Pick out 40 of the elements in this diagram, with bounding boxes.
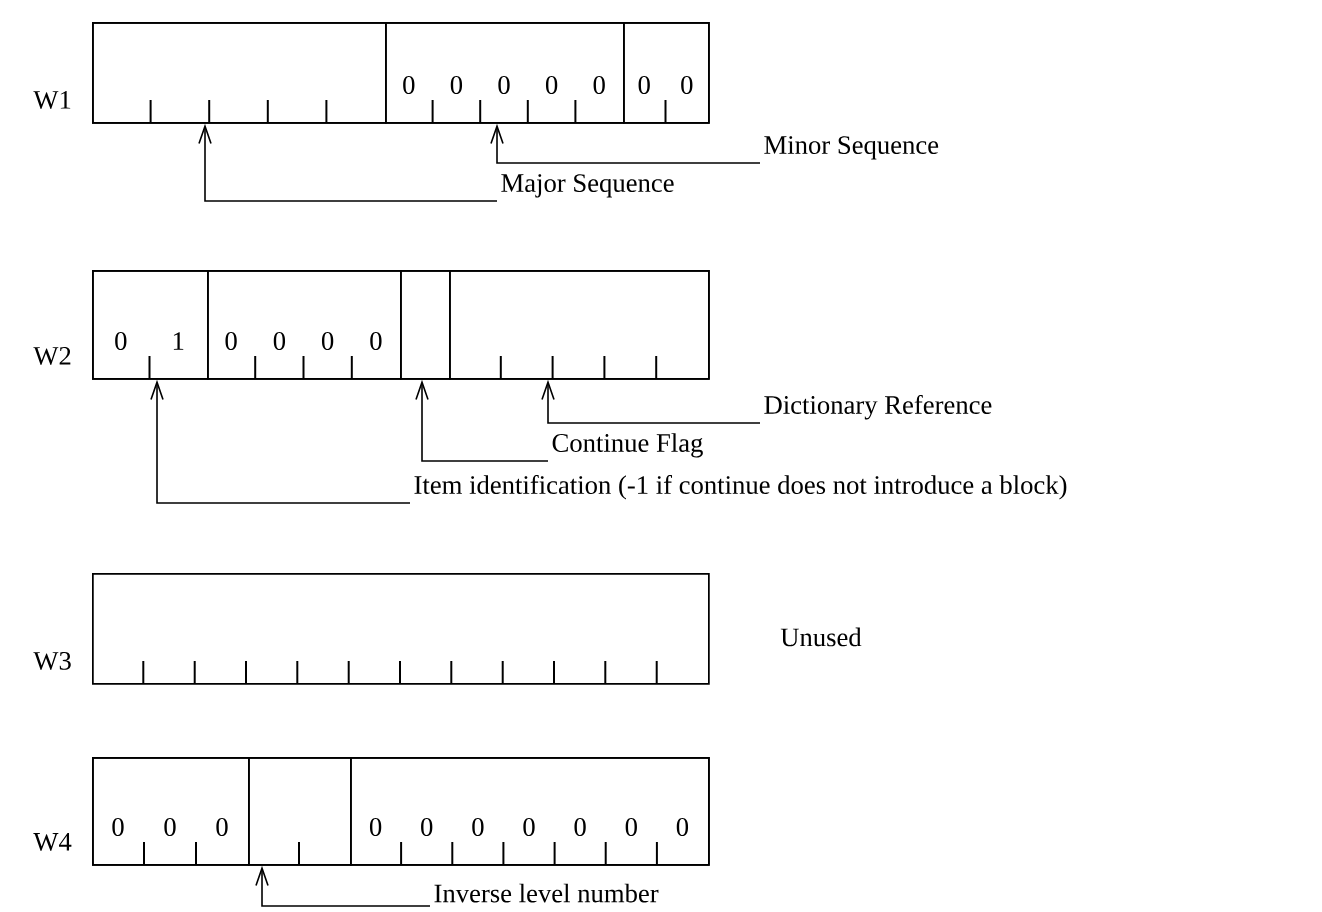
leader-line [198, 123, 498, 202]
bit-digit: 1 [173, 332, 184, 350]
leader-line [415, 379, 549, 462]
bit-digit: 0 [676, 818, 689, 836]
bit-digit: 0 [545, 76, 558, 94]
bit-digit: 0 [498, 76, 510, 94]
leader-line [490, 123, 761, 164]
bit-digit: 0 [216, 818, 228, 836]
bit-digit: 0 [273, 332, 286, 350]
bit-digit: 0 [164, 818, 176, 836]
side-note: Unused [780, 627, 862, 647]
bit-digit: 0 [472, 818, 484, 836]
bit-digit: 0 [593, 76, 605, 94]
bit-digit: 0 [625, 818, 637, 836]
bit-digit: 0 [321, 332, 334, 350]
word-label: W4 [33, 833, 72, 851]
bit-digit: 0 [403, 76, 415, 94]
leader-label: Continue Flag [552, 433, 703, 458]
bit-digit: 0 [370, 332, 382, 350]
bit-digit: 0 [369, 818, 382, 836]
leader-line [255, 865, 431, 907]
bit-digit: 0 [574, 818, 586, 836]
bit-digit: 0 [681, 76, 693, 94]
bit-digit: 0 [115, 332, 127, 350]
leader-label: Major Sequence [501, 174, 674, 198]
leader-label: Minor Sequence [764, 136, 939, 160]
bit-digit: 0 [225, 332, 237, 350]
bit-digit: 0 [638, 76, 650, 94]
leader-label: Dictionary Reference [764, 394, 992, 420]
word-label: W2 [33, 346, 71, 365]
bit-digit: 0 [523, 818, 535, 836]
leader-label: Inverse level number [434, 883, 659, 903]
word-label: W1 [33, 91, 71, 109]
leader-line [150, 379, 411, 504]
leader-line [541, 379, 761, 424]
word-label: W3 [33, 651, 71, 670]
leader-label: Item identification (-1 if continue does not introduce a block) [414, 475, 1067, 500]
bit-digit: 0 [112, 818, 124, 836]
bit-digit: 0 [421, 818, 433, 836]
bit-digit: 0 [450, 76, 463, 94]
